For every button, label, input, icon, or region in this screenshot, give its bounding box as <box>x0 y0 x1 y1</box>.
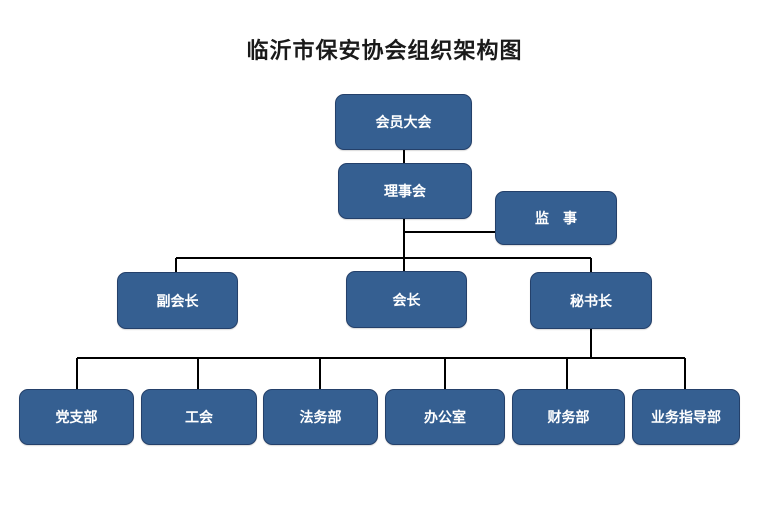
node-dept-guidance: 业务指导部 <box>632 389 740 445</box>
node-secretary-general: 秘书长 <box>530 272 652 329</box>
node-assembly: 会员大会 <box>335 94 472 150</box>
node-supervisor: 监 事 <box>495 191 617 245</box>
node-dept-finance: 财务部 <box>512 389 625 445</box>
node-president: 会长 <box>346 271 467 328</box>
node-vice-president: 副会长 <box>117 272 238 329</box>
node-dept-party: 党支部 <box>19 389 134 445</box>
node-dept-office: 办公室 <box>385 389 505 445</box>
node-council: 理事会 <box>338 163 472 219</box>
node-dept-legal: 法务部 <box>263 389 378 445</box>
node-dept-union: 工会 <box>141 389 257 445</box>
diagram-title: 临沂市保安协会组织架构图 <box>246 39 523 64</box>
